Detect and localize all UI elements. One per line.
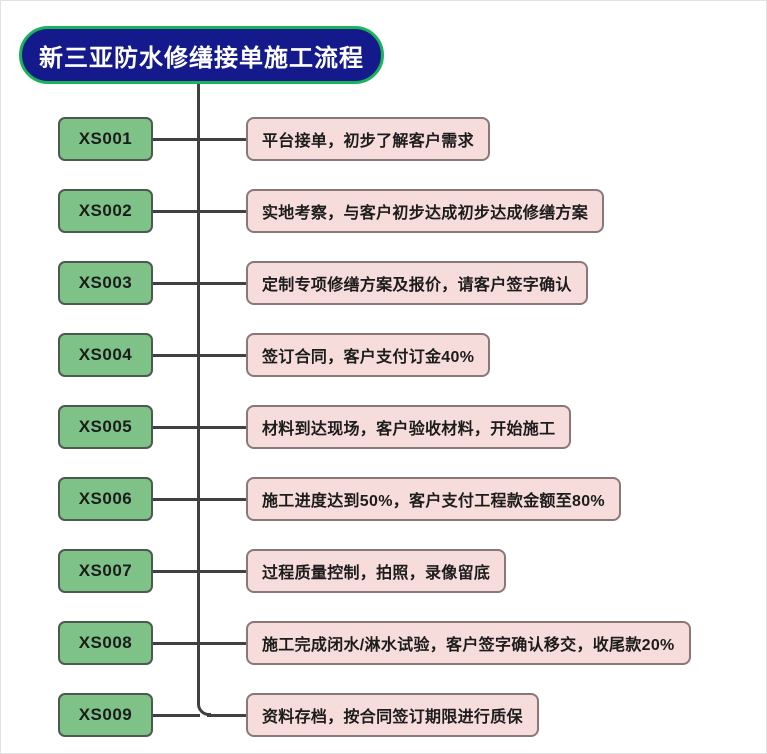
connector-line-right (197, 426, 246, 429)
step-code-node-xs009[interactable]: XS009 (58, 693, 153, 737)
step-desc-label: 资料存档，按合同签订期限进行质保 (262, 709, 523, 726)
step-code-node-xs001[interactable]: XS001 (58, 117, 153, 161)
step-desc-label: 签订合同，客户支付订金40% (262, 349, 475, 366)
step-desc-label: 施工进度达到50%，客户支付工程款金额至80% (262, 493, 605, 510)
step-code-node-xs006[interactable]: XS006 (58, 477, 153, 521)
connector-line-right (197, 354, 246, 357)
step-code-node-xs004[interactable]: XS004 (58, 333, 153, 377)
flowchart-title-node: 新三亚防水修缮接单施工流程 (19, 26, 384, 84)
step-desc-label: 施工完成闭水/淋水试验，客户签字确认移交，收尾款20% (262, 637, 675, 654)
step-desc-node-xs005[interactable]: 材料到达现场，客户验收材料，开始施工 (246, 405, 572, 449)
connector-line-right (207, 714, 246, 717)
step-desc-node-xs001[interactable]: 平台接单，初步了解客户需求 (246, 117, 490, 161)
step-desc-node-xs009[interactable]: 资料存档，按合同签订期限进行质保 (246, 693, 539, 737)
step-desc-node-xs004[interactable]: 签订合同，客户支付订金40% (246, 333, 491, 377)
step-desc-node-xs006[interactable]: 施工进度达到50%，客户支付工程款金额至80% (246, 477, 621, 521)
step-desc-label: 实地考察，与客户初步达成初步达成修缮方案 (262, 205, 589, 222)
trunk-end-corner (197, 699, 211, 716)
connector-line-right (197, 498, 246, 501)
step-desc-label: 材料到达现场，客户验收材料，开始施工 (262, 421, 556, 438)
connector-line-left (153, 642, 200, 645)
step-desc-label: 定制专项修缮方案及报价，请客户签字确认 (262, 277, 572, 294)
step-desc-label: 过程质量控制，拍照，录像留底 (262, 565, 491, 582)
step-code-node-xs007[interactable]: XS007 (58, 549, 153, 593)
step-code-label: XS009 (78, 705, 133, 724)
connector-line-left (153, 210, 200, 213)
page-title: 新三亚防水修缮接单施工流程 (39, 44, 364, 72)
connector-line-left (153, 282, 200, 285)
connector-line-left (153, 426, 200, 429)
step-desc-label: 平台接单，初步了解客户需求 (262, 133, 474, 150)
step-code-node-xs002[interactable]: XS002 (58, 189, 153, 233)
connector-line-left (153, 354, 200, 357)
step-code-node-xs005[interactable]: XS005 (58, 405, 153, 449)
connector-line-right (197, 210, 246, 213)
connector-line-right (197, 138, 246, 141)
step-code-label: XS001 (78, 129, 133, 148)
step-code-node-xs008[interactable]: XS008 (58, 621, 153, 665)
connector-line-left (153, 138, 200, 141)
connector-line-right (197, 282, 246, 285)
step-code-label: XS002 (78, 201, 133, 220)
step-code-label: XS008 (78, 633, 133, 652)
connector-line-right (197, 642, 246, 645)
step-desc-node-xs008[interactable]: 施工完成闭水/淋水试验，客户签字确认移交，收尾款20% (246, 621, 691, 665)
step-code-label: XS007 (78, 561, 133, 580)
step-desc-node-xs007[interactable]: 过程质量控制，拍照，录像留底 (246, 549, 507, 593)
connector-line-left (153, 714, 200, 717)
connector-line-right (197, 570, 246, 573)
step-code-label: XS003 (78, 273, 133, 292)
step-desc-node-xs002[interactable]: 实地考察，与客户初步达成初步达成修缮方案 (246, 189, 605, 233)
step-desc-node-xs003[interactable]: 定制专项修缮方案及报价，请客户签字确认 (246, 261, 588, 305)
step-code-label: XS006 (78, 489, 133, 508)
step-code-node-xs003[interactable]: XS003 (58, 261, 153, 305)
connector-line-left (153, 498, 200, 501)
connector-line-left (153, 570, 200, 573)
step-code-label: XS004 (78, 345, 133, 364)
trunk-line (197, 84, 200, 699)
step-code-label: XS005 (78, 417, 133, 436)
